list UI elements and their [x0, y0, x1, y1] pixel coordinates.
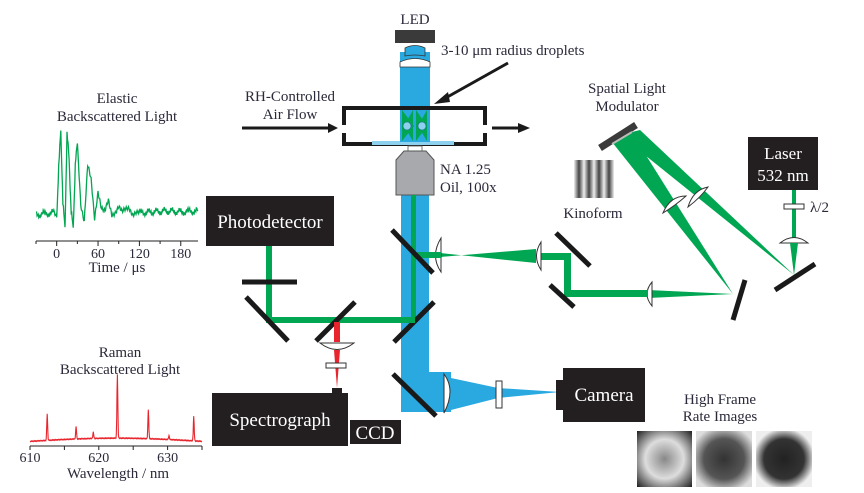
elastic-series-line [35, 130, 199, 228]
droplets-arrow [441, 61, 509, 102]
dichroic-mirror-upper [390, 228, 435, 275]
half-wave-plate [783, 203, 805, 210]
trapping-cell [342, 106, 487, 146]
camera-filter [495, 380, 503, 409]
high-frame-rate-image [696, 431, 752, 487]
dichroic-input-beam [413, 252, 441, 258]
led-label: LED [400, 12, 429, 28]
laser-label-1: Laser [764, 144, 802, 163]
droplet [402, 121, 412, 131]
raman-tick-label: 630 [157, 451, 178, 466]
raman-tick-label: 610 [20, 451, 41, 466]
spectrograph-slit [332, 388, 342, 394]
elastic-title-1: Elastic [97, 91, 138, 107]
elastic-chart: Elastic Backscattered Light 0 60 120 180 Ti… [35, 91, 199, 276]
camera-lens-mount [556, 380, 564, 410]
rh-flow-label-1: RH-Controlled [245, 89, 335, 105]
detection-beam-horizontal [268, 317, 415, 323]
kinoform-label: Kinoform [563, 206, 622, 222]
laser-lens [778, 237, 810, 244]
air-inflow-arrowhead [328, 123, 338, 133]
kinoform-pattern [574, 160, 614, 198]
ccd-box [350, 420, 401, 444]
elastic-tick-label: 120 [129, 247, 150, 262]
camera-lens [443, 372, 451, 414]
slm-incoming-beam [620, 130, 794, 275]
camera-label: Camera [574, 385, 634, 406]
rh-flow-label-2: Air Flow [263, 107, 318, 123]
mirror-periscope-lower [548, 283, 576, 309]
elastic-tick-label: 0 [53, 247, 60, 262]
droplets-arrowhead [434, 92, 450, 104]
raman-title-1: Raman [99, 345, 142, 361]
led-source [395, 30, 435, 43]
photodetector-label: Photodetector [217, 212, 323, 233]
raman-xlabel: Wavelength / nm [67, 466, 169, 482]
raman-series-line [29, 374, 203, 443]
telescope-beam-converge [440, 249, 536, 263]
laser-focus-beam [790, 243, 798, 275]
elastic-tick-label: 60 [91, 247, 105, 262]
periscope-beam-vertical [564, 256, 571, 297]
mirror-photodetector [244, 295, 290, 343]
raman-title-2: Backscattered Light [60, 362, 181, 378]
slm-label-2: Modulator [595, 99, 658, 115]
droplet [417, 121, 427, 131]
objective-lens [395, 145, 435, 196]
raman-tick-label: 620 [88, 451, 109, 466]
half-wave-label: λ/2 [810, 200, 829, 216]
periscope-beam-horizontal [568, 290, 648, 297]
slm-surface [611, 131, 633, 145]
spectrograph-box [212, 393, 348, 446]
raman-focus-beam [334, 350, 340, 388]
periscope-beam-top [540, 253, 571, 260]
led-lens [404, 45, 426, 57]
objective-label-1: NA 1.25 [440, 162, 491, 178]
mirror-periscope-upper [554, 231, 592, 268]
laser-label-2: 532 nm [757, 166, 808, 185]
mirror-laser [773, 261, 817, 293]
relay-lens-2 [687, 186, 710, 209]
laser-box [748, 137, 818, 190]
droplets-label: 3-10 μm radius droplets [441, 43, 585, 59]
condenser-lens [399, 58, 431, 68]
slm-outgoing-beam [612, 133, 733, 294]
spectrograph-label: Spectrograph [229, 410, 331, 431]
elastic-tick-label: 180 [170, 247, 191, 262]
camera-fold-mirror [391, 372, 438, 418]
slm-label-1: Spatial Light [588, 81, 667, 97]
camera-box [563, 368, 645, 422]
raman-chart: Raman Backscattered Light 610 620 630 Wave… [20, 345, 203, 482]
elastic-xlabel: Time / μs [89, 260, 146, 276]
raman-beam [334, 322, 340, 342]
raman-filter [325, 362, 347, 369]
telescope-beam [648, 290, 733, 298]
high-frame-rate-image [637, 431, 692, 487]
photodetector-box [206, 196, 334, 246]
air-outflow-arrowhead [518, 123, 530, 133]
raman-dichroic-mirror [314, 300, 357, 343]
laser-output-beam [792, 190, 796, 240]
telescope-lens-2 [536, 240, 542, 272]
mirror-steering [730, 279, 748, 321]
relay-lens-1 [661, 195, 688, 215]
elastic-title-2: Backscattered Light [57, 109, 178, 125]
spatial-light-modulator [598, 122, 638, 151]
raman-lens [318, 342, 356, 350]
high-frame-rate-image [756, 431, 812, 487]
objective-label-2: Oil, 100x [440, 180, 497, 196]
ccd-label: CCD [355, 423, 394, 444]
hfr-label-2: Rate Images [683, 409, 758, 425]
hfr-label-1: High Frame [684, 392, 756, 408]
